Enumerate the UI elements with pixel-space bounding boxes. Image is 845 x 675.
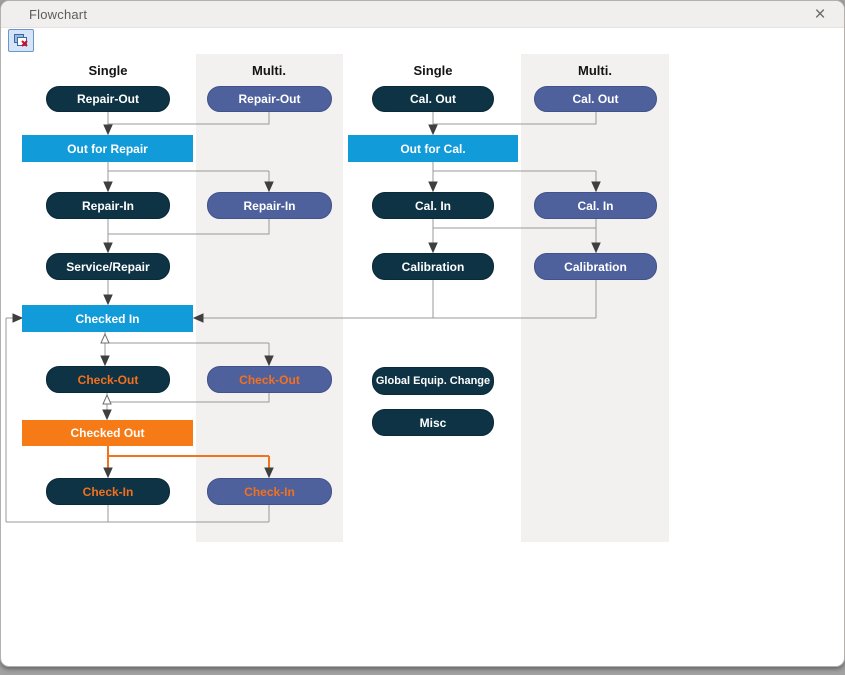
window-title: Flowchart — [29, 6, 88, 22]
node-cal-in-multi[interactable]: Cal. In — [534, 192, 657, 219]
arrowhead-up — [102, 393, 112, 405]
node-global-equip-change[interactable]: Global Equip. Change — [372, 367, 494, 395]
arrowhead-down — [103, 242, 113, 254]
node-out-for-cal[interactable]: Out for Cal. — [348, 135, 518, 162]
arrowhead-down — [428, 124, 438, 136]
arrowhead-down — [103, 294, 113, 306]
node-repair-in-multi[interactable]: Repair-In — [207, 192, 332, 219]
arrowhead-down — [103, 124, 113, 136]
arrowhead-down — [591, 242, 601, 254]
node-calibration-multi[interactable]: Calibration — [534, 253, 657, 280]
clear-flowchart-button[interactable] — [8, 29, 34, 52]
arrowhead-left — [192, 313, 204, 323]
node-cal-out-multi[interactable]: Cal. Out — [534, 86, 657, 112]
windows-close-icon — [13, 33, 30, 48]
node-checked-in[interactable]: Checked In — [22, 305, 193, 332]
close-icon[interactable]: × — [814, 3, 826, 25]
node-check-in-multi[interactable]: Check-In — [207, 478, 332, 505]
column-header-multi: Multi. — [578, 63, 612, 78]
node-check-in-single[interactable]: Check-In — [46, 478, 170, 505]
arrowhead-down — [591, 181, 601, 193]
arrowhead-right — [12, 313, 24, 323]
arrowhead-down — [264, 181, 274, 193]
arrowhead-down — [103, 181, 113, 193]
node-misc[interactable]: Misc — [372, 409, 494, 436]
arrowhead-down — [103, 467, 113, 479]
node-cal-out-single[interactable]: Cal. Out — [372, 86, 494, 112]
title-bar: Flowchart × — [1, 1, 844, 28]
arrowhead-down — [102, 409, 112, 421]
node-checked-out[interactable]: Checked Out — [22, 420, 193, 446]
node-cal-in-single[interactable]: Cal. In — [372, 192, 494, 219]
column-header-single: Single — [413, 63, 453, 78]
node-check-out-single[interactable]: Check-Out — [46, 366, 170, 393]
arrowhead-down — [428, 181, 438, 193]
node-repair-in-single[interactable]: Repair-In — [46, 192, 170, 219]
multi-column-band — [521, 54, 669, 542]
node-calibration-single[interactable]: Calibration — [372, 253, 494, 280]
node-out-for-repair[interactable]: Out for Repair — [22, 135, 193, 162]
node-service-repair[interactable]: Service/Repair — [46, 253, 170, 280]
arrowhead-down — [100, 355, 110, 367]
column-header-single: Single — [88, 63, 128, 78]
node-check-out-multi[interactable]: Check-Out — [207, 366, 332, 393]
arrowhead-up — [100, 332, 110, 344]
node-repair-out-multi[interactable]: Repair-Out — [207, 86, 332, 112]
arrowhead-down — [428, 242, 438, 254]
arrowhead-down — [264, 355, 274, 367]
node-repair-out-single[interactable]: Repair-Out — [46, 86, 170, 112]
column-header-multi: Multi. — [252, 63, 286, 78]
arrowhead-down — [264, 467, 274, 479]
